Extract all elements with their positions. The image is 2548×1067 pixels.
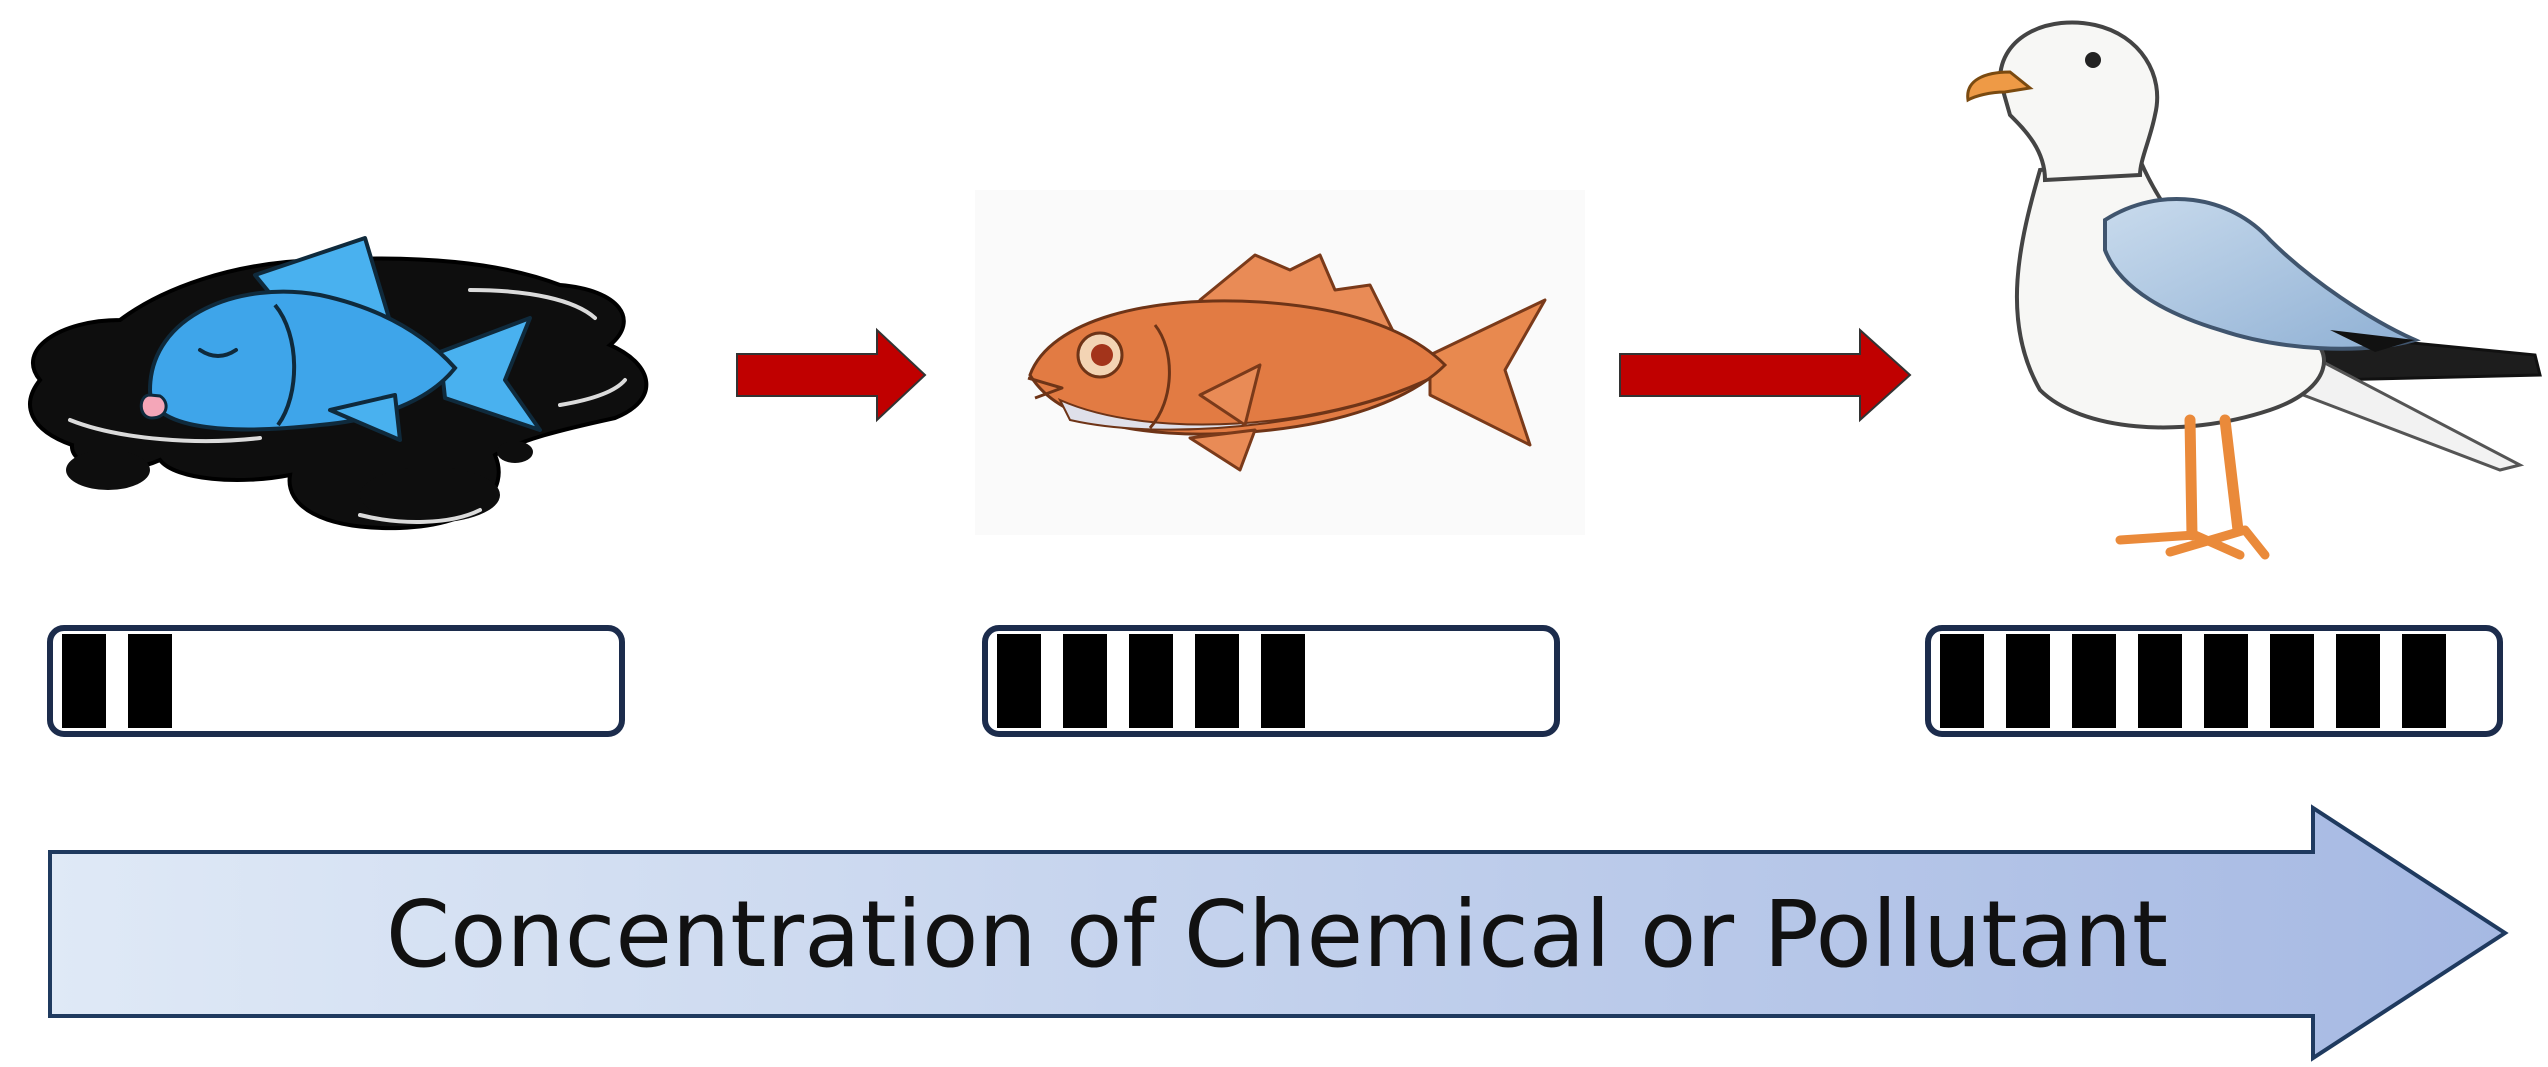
concentration-bar [1129, 634, 1173, 728]
axis-label: Concentration of Chemical or Pollutant [386, 881, 2168, 988]
fish-tongue [139, 393, 168, 420]
oiled-fish-icon [28, 236, 649, 531]
fish-body [147, 289, 458, 432]
closed-eye [198, 348, 238, 358]
oil-shine [558, 378, 627, 407]
concentration-bar [1940, 634, 1984, 728]
fish-ventral-fin [1188, 428, 1257, 472]
concentration-bar [997, 634, 1041, 728]
fish-gill [1148, 324, 1171, 429]
fish-gill [273, 303, 297, 427]
concentration-gauge-3 [1925, 625, 2503, 737]
oil-shine [358, 508, 482, 524]
gull-wingtip [2330, 330, 2415, 352]
food-chain-arrow [736, 327, 927, 423]
concentration-bar [2402, 634, 2446, 728]
oil-droplet [360, 467, 500, 523]
concentration-gauge-2 [982, 625, 1560, 737]
fish-pupil [1091, 344, 1113, 366]
fish-tail [438, 316, 542, 432]
gull-leg [2184, 414, 2244, 541]
concentration-bar [2138, 634, 2182, 728]
oil-shine [68, 418, 262, 443]
concentration-bar [2072, 634, 2116, 728]
concentration-bar [2006, 634, 2050, 728]
concentration-bar [1195, 634, 1239, 728]
gull-foot [2115, 525, 2270, 560]
concentration-bar [2204, 634, 2248, 728]
fish-belly [1057, 377, 1431, 431]
oil-droplet [497, 441, 533, 463]
concentration-bar [2270, 634, 2314, 728]
concentration-bar [1261, 634, 1305, 728]
food-chain-arrow [1619, 327, 1912, 423]
fish-body [1028, 299, 1448, 436]
concentration-axis-arrow [48, 804, 2509, 1062]
concentration-bar [128, 634, 172, 728]
concentration-bar [1063, 634, 1107, 728]
gull-eye [2085, 52, 2101, 68]
oil-droplet [66, 450, 150, 490]
fish-mouth [1027, 376, 1064, 400]
gull-beak [1966, 70, 2034, 103]
gull-head [1997, 20, 2160, 183]
orange-fish-icon [975, 190, 1585, 535]
oil-shine [468, 288, 597, 320]
concentration-bar [62, 634, 106, 728]
fish-pectoral-fin [1198, 363, 1262, 427]
concentration-gauge-1 [47, 625, 625, 737]
seagull-icon [1966, 20, 2542, 560]
fish-pectoral-fin [328, 393, 402, 442]
concentration-bar [2336, 634, 2380, 728]
fish-tail [1428, 298, 1547, 447]
